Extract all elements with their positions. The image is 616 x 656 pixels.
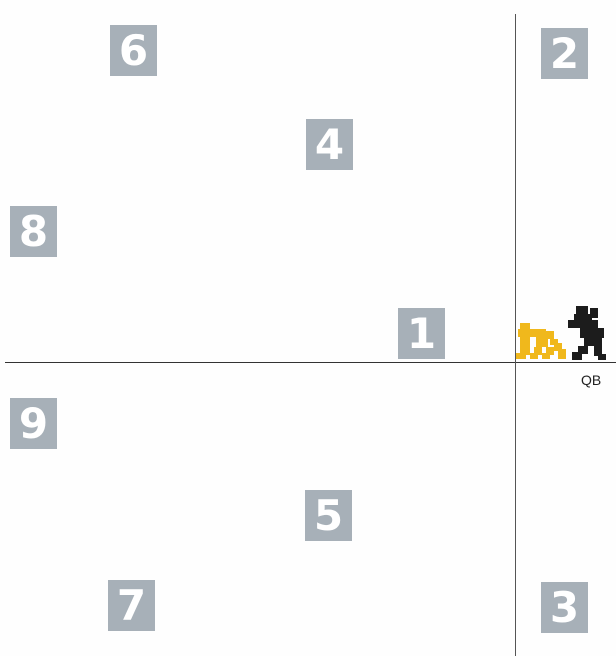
zone-label-3: 3 [550,587,579,629]
receiver-zone-2: 2 [541,28,588,79]
receiver-zone-3: 3 [541,582,588,633]
zone-label-7: 7 [117,585,146,627]
zone-label-9: 9 [19,403,48,445]
quarterback-label: QB [581,372,601,388]
zone-label-6: 6 [119,30,148,72]
zone-label-2: 2 [550,33,579,75]
receiver-zone-8: 8 [10,206,57,257]
zone-label-8: 8 [19,211,48,253]
receiver-zone-4: 4 [306,119,353,170]
receiver-zone-1: 1 [398,308,445,359]
receiver-zone-7: 7 [108,580,155,631]
receiver-zone-6: 6 [110,25,157,76]
receiver-zone-5: 5 [305,490,352,541]
zone-label-1: 1 [407,313,436,355]
quarterback-player-icon [568,306,612,362]
crouching-player-icon [516,323,572,361]
receiver-zone-9: 9 [10,398,57,449]
line-of-scrimmage [5,362,616,363]
zone-label-4: 4 [315,124,344,166]
zone-label-5: 5 [314,495,343,537]
